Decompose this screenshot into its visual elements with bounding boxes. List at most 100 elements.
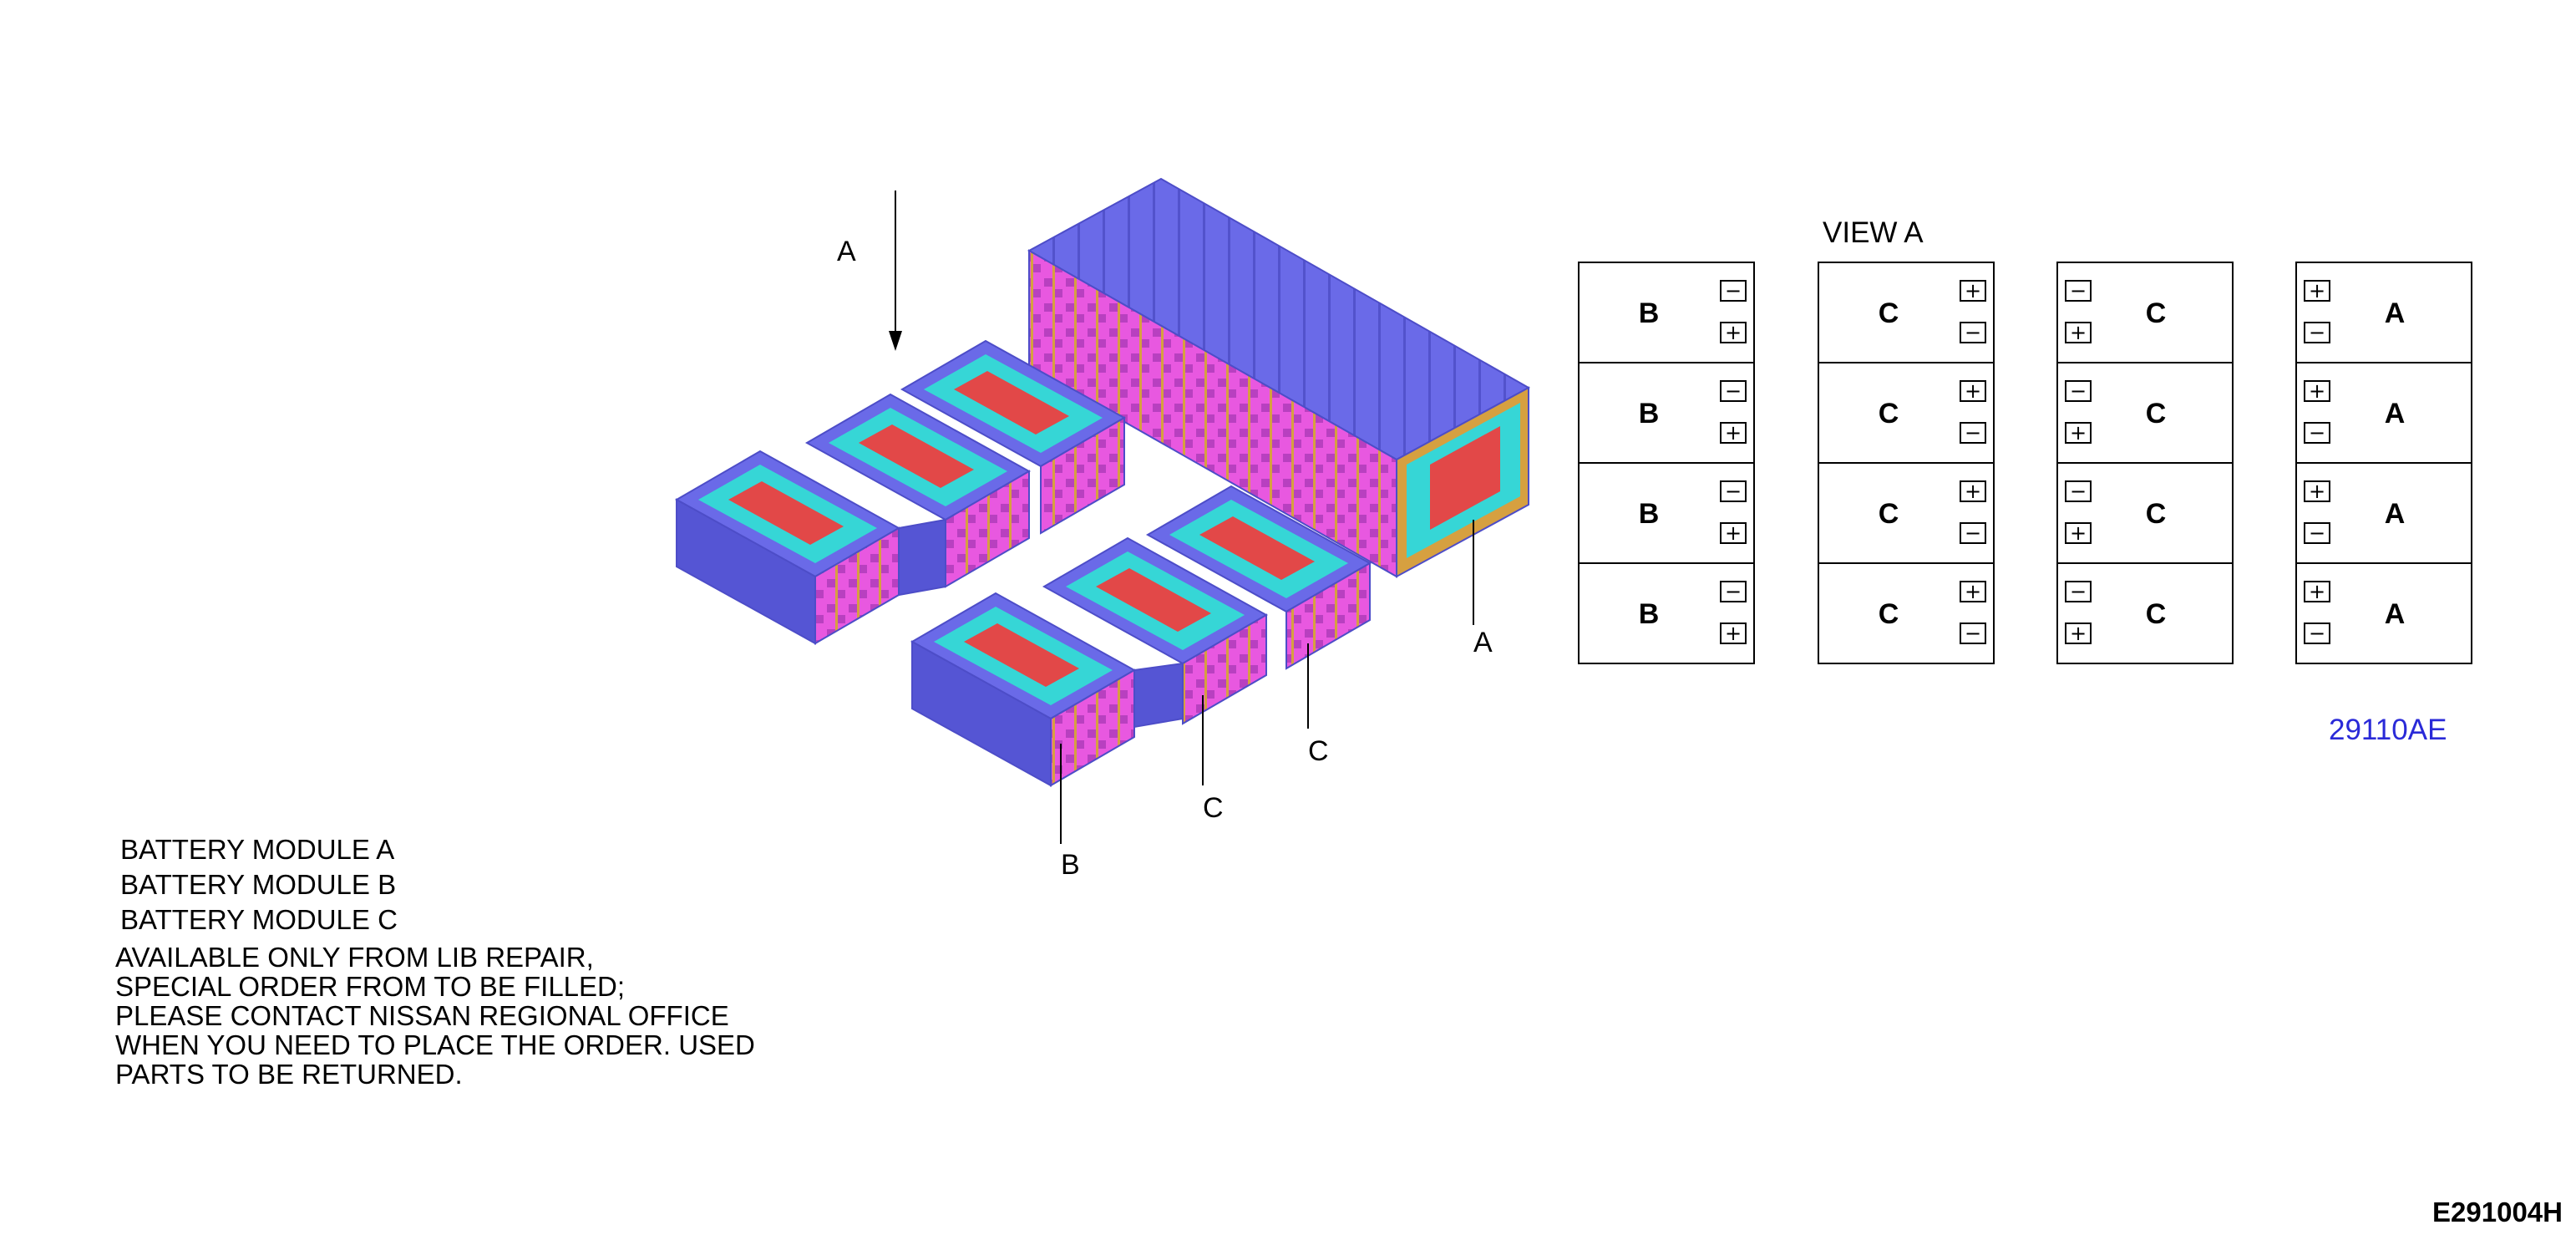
part-number: 29110AE: [2329, 714, 2447, 746]
terminal-box: [2304, 380, 2330, 402]
terminal-box: [1720, 623, 1747, 644]
terminal-box: [2304, 422, 2330, 444]
note-line: SPECIAL ORDER FROM TO BE FILLED;: [115, 971, 626, 1002]
view-arrow-label: A: [837, 236, 856, 267]
terminal-box: [1960, 280, 1986, 302]
view-a-cell: [2295, 562, 2472, 664]
terminal-box: [1720, 522, 1747, 544]
terminal-box: [2304, 480, 2330, 502]
view-a-module-label: C: [1879, 498, 1899, 530]
view-a-module-label: A: [2385, 498, 2406, 530]
order-note: AVAILABLE ONLY FROM LIB REPAIR, SPECIAL …: [115, 943, 755, 1089]
view-a-cell: [1578, 262, 1755, 363]
view-a-module-label: A: [2385, 398, 2406, 429]
lower-module-set: [910, 485, 1372, 787]
module-a-stack: [1027, 177, 1531, 578]
view-a-cell: [2056, 362, 2234, 464]
terminal-box: [2304, 280, 2330, 302]
minus-terminal-icon: −: [1965, 321, 1981, 344]
plus-terminal-icon: +: [2070, 321, 2087, 344]
note-line: PARTS TO BE RETURNED.: [115, 1059, 463, 1090]
terminal-box: [1960, 322, 1986, 343]
minus-terminal-icon: −: [1725, 580, 1742, 603]
view-a-module-label: B: [1639, 498, 1660, 530]
note-line: AVAILABLE ONLY FROM LIB REPAIR,: [115, 942, 594, 973]
view-a-module-label: C: [1879, 598, 1899, 630]
terminal-box: [2065, 581, 2092, 602]
plus-terminal-icon: +: [2070, 521, 2087, 545]
terminal-box: [2304, 522, 2330, 544]
note-line: WHEN YOU NEED TO PLACE THE ORDER. USED: [115, 1029, 755, 1060]
plus-terminal-icon: +: [2309, 379, 2325, 403]
terminal-box: [2304, 581, 2330, 602]
view-a-module-label: C: [2146, 598, 2167, 630]
minus-terminal-icon: −: [2070, 580, 2087, 603]
module-item-b: BATTERY MODULE B: [120, 869, 397, 900]
view-a-cell: [2056, 462, 2234, 564]
view-a-cell: [1578, 562, 1755, 664]
terminal-box: [2065, 522, 2092, 544]
view-a-cell: [1818, 362, 1995, 464]
view-a-module-label: C: [2146, 498, 2167, 530]
view-a-module-label: C: [2146, 297, 2167, 329]
callout-module-a: A: [1473, 627, 1493, 658]
terminal-box: [1960, 623, 1986, 644]
terminal-box: [2065, 623, 2092, 644]
view-a-module-label: C: [1879, 297, 1899, 329]
terminal-box: [1960, 480, 1986, 502]
minus-terminal-icon: −: [2309, 421, 2325, 445]
upper-module-set: [674, 339, 1127, 645]
terminal-box: [1720, 280, 1747, 302]
minus-terminal-icon: −: [2070, 279, 2087, 302]
plus-terminal-icon: +: [2070, 421, 2087, 445]
module-list: BATTERY MODULE A BATTERY MODULE B BATTER…: [120, 832, 398, 938]
terminal-box: [1720, 581, 1747, 602]
minus-terminal-icon: −: [1725, 379, 1742, 403]
terminal-box: [1960, 422, 1986, 444]
plus-terminal-icon: +: [2309, 580, 2325, 603]
view-a-module-label: C: [1879, 398, 1899, 429]
callout-module-c-2: C: [1308, 735, 1329, 767]
view-a-module-label: B: [1639, 398, 1660, 429]
minus-terminal-icon: −: [2309, 622, 2325, 645]
terminal-box: [1720, 422, 1747, 444]
terminal-box: [1720, 380, 1747, 402]
view-a-title: VIEW A: [1823, 216, 1924, 249]
plus-terminal-icon: +: [1965, 480, 1981, 503]
plus-terminal-icon: +: [2309, 279, 2325, 302]
view-a-cell: [1818, 262, 1995, 363]
view-a-cell: [2295, 262, 2472, 363]
terminal-box: [1720, 322, 1747, 343]
plus-terminal-icon: +: [1725, 321, 1742, 344]
plus-terminal-icon: +: [2070, 622, 2087, 645]
view-a-grid: B−+B−+B−+B−+C+−C+−C+−C+−C−+C−+C−+C−+A+−A…: [1578, 262, 2472, 664]
minus-terminal-icon: −: [1965, 622, 1981, 645]
terminal-box: [1960, 581, 1986, 602]
plus-terminal-icon: +: [1965, 580, 1981, 603]
note-line: PLEASE CONTACT NISSAN REGIONAL OFFICE: [115, 1000, 729, 1031]
minus-terminal-icon: −: [2070, 379, 2087, 403]
plus-terminal-icon: +: [2309, 480, 2325, 503]
terminal-box: [2304, 623, 2330, 644]
view-a-cell: [1578, 362, 1755, 464]
view-a-module-label: B: [1639, 297, 1660, 329]
minus-terminal-icon: −: [2309, 521, 2325, 545]
minus-terminal-icon: −: [1725, 279, 1742, 302]
minus-terminal-icon: −: [1965, 521, 1981, 545]
minus-terminal-icon: −: [2070, 480, 2087, 503]
terminal-box: [2065, 322, 2092, 343]
view-a-cell: [2295, 362, 2472, 464]
view-a-module-label: A: [2385, 297, 2406, 329]
terminal-box: [2065, 380, 2092, 402]
plus-terminal-icon: +: [1965, 379, 1981, 403]
module-item-c: BATTERY MODULE C: [120, 904, 398, 935]
view-a-cell: [1578, 462, 1755, 564]
view-a-cell: [1818, 462, 1995, 564]
terminal-box: [2065, 422, 2092, 444]
plus-terminal-icon: +: [1965, 279, 1981, 302]
view-a-cell: [2056, 262, 2234, 363]
view-a-cell: [2295, 462, 2472, 564]
view-arrow-head: [889, 331, 902, 351]
terminal-box: [2065, 480, 2092, 502]
plus-terminal-icon: +: [1725, 521, 1742, 545]
